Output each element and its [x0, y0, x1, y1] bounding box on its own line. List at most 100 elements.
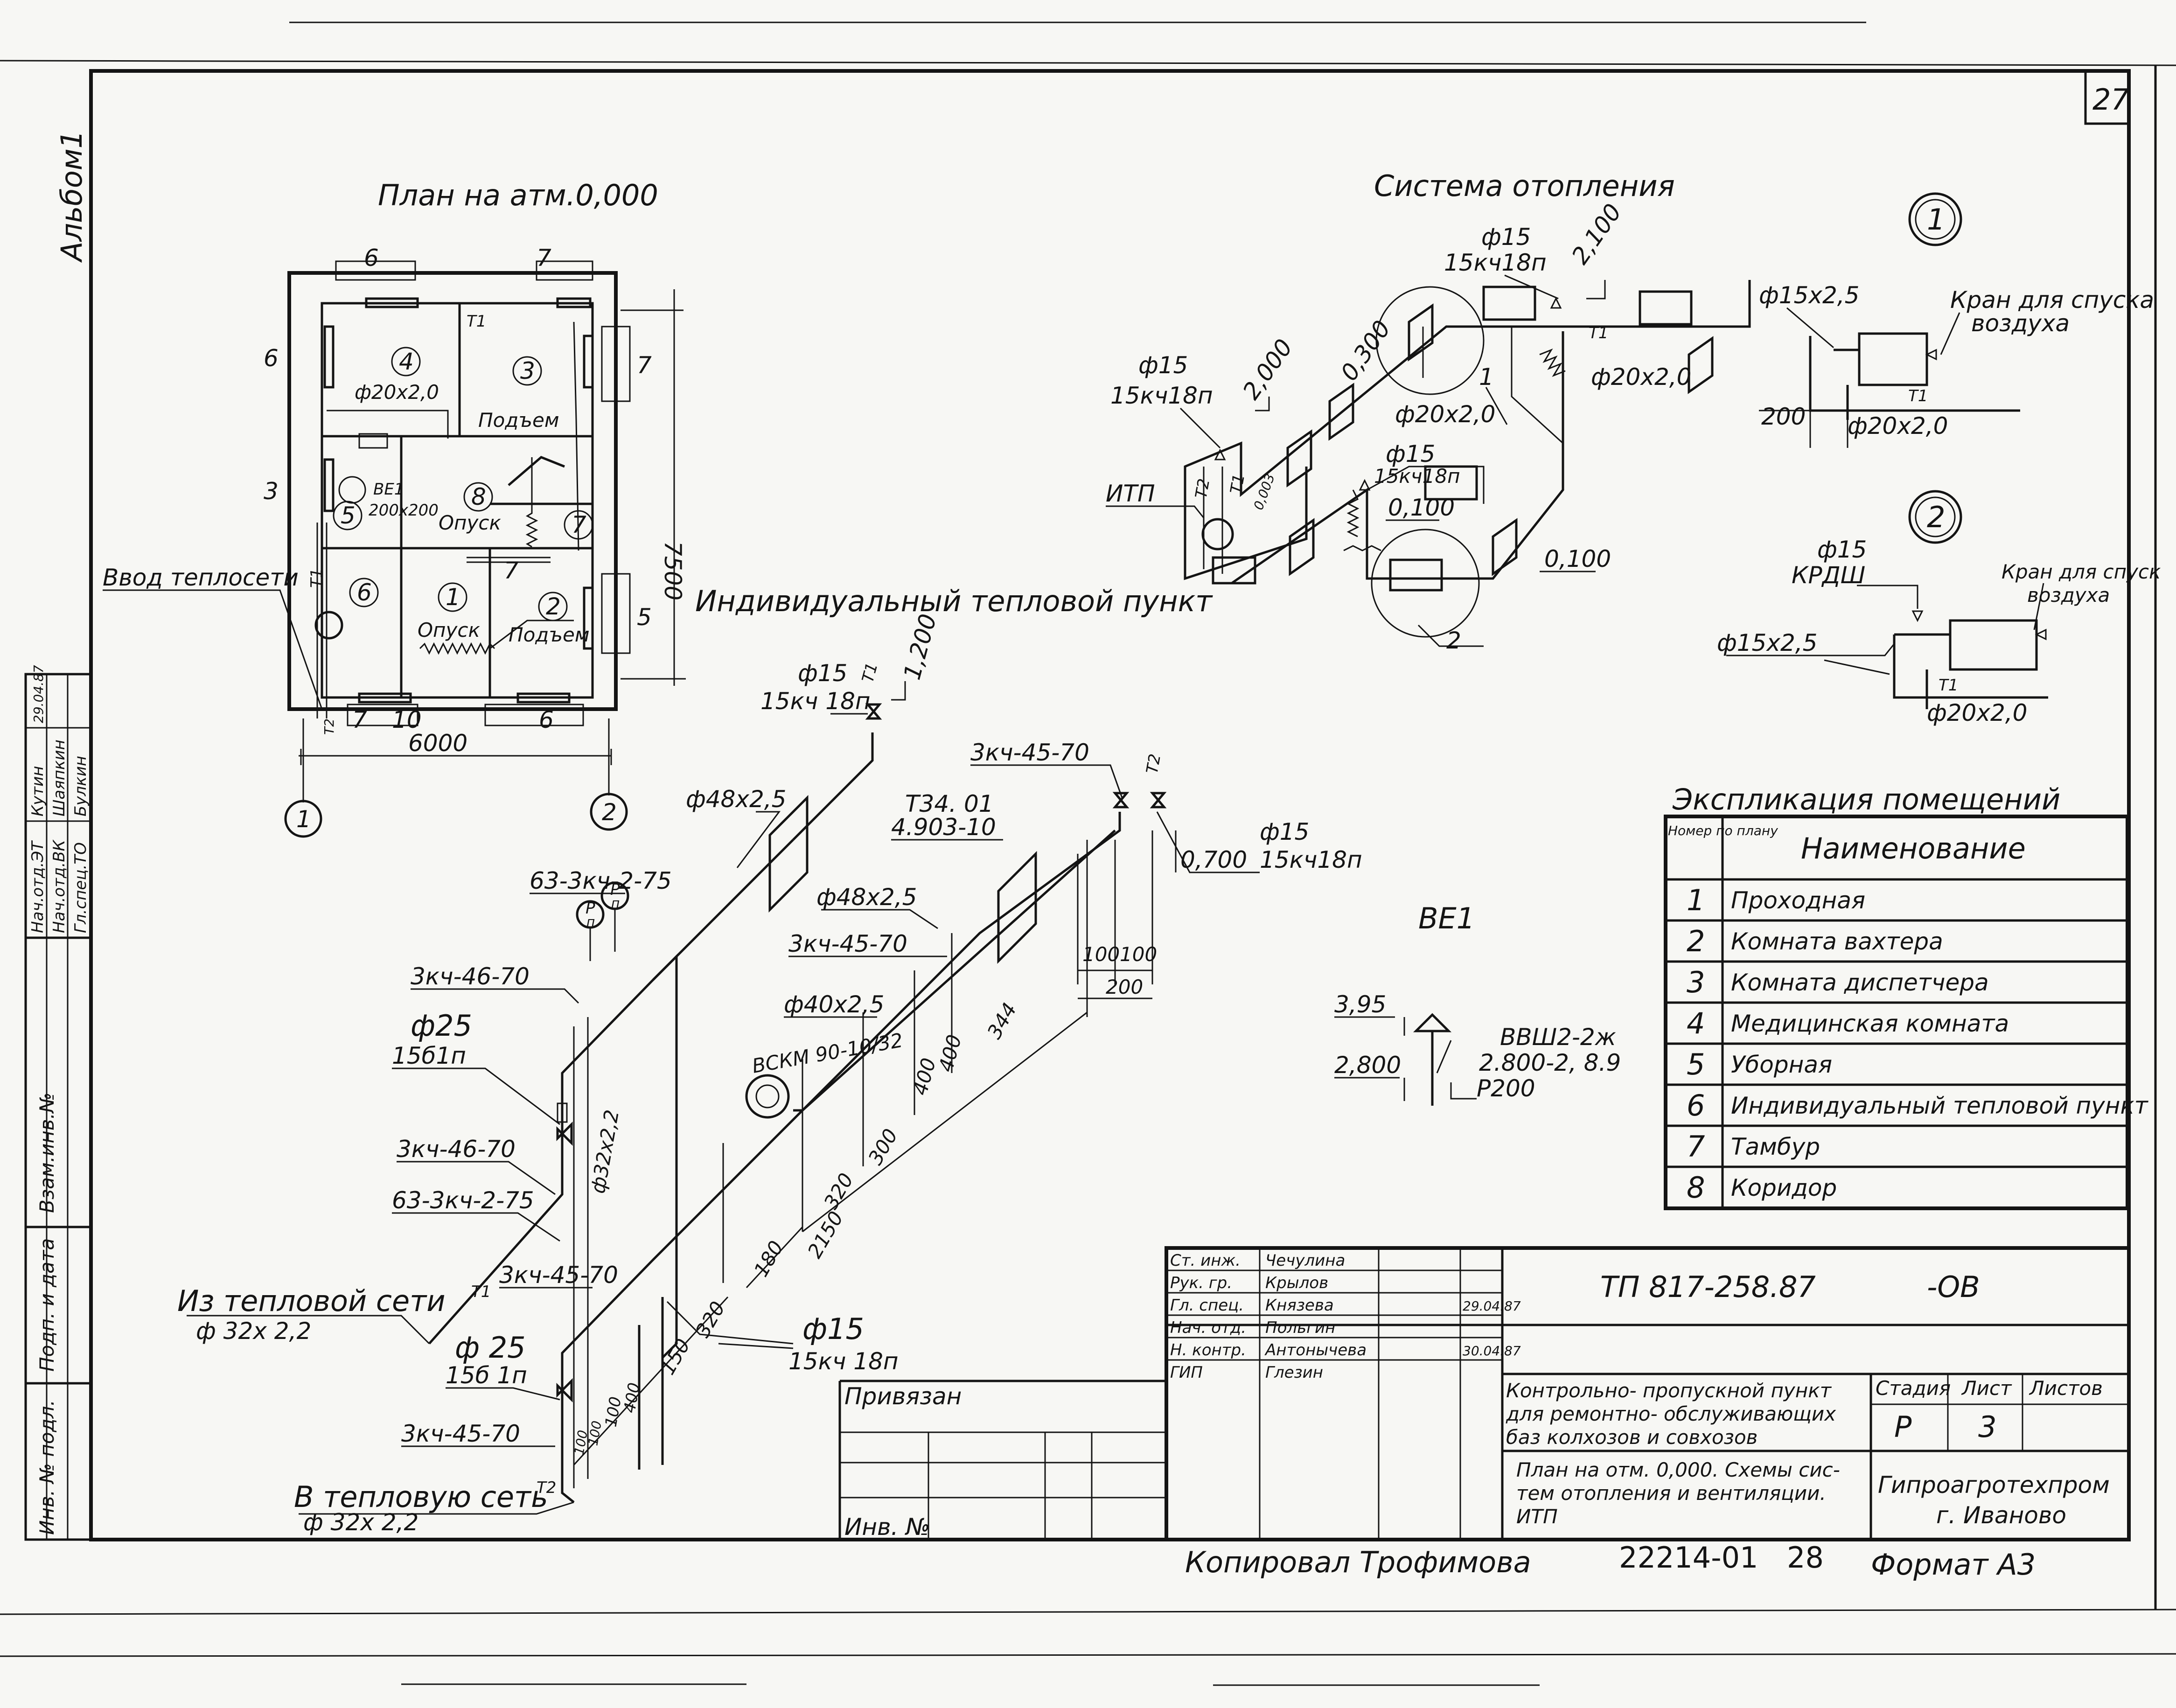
heating-valve-top: 15кч18п [1444, 249, 1547, 276]
detail-1: 1 ф15х2,5 Кран для спуска воздуха Т1 200… [1759, 192, 2154, 448]
legend-row-name: Уборная [1731, 1051, 1832, 1078]
org-line-2: г. Иваново [1936, 1502, 2066, 1529]
object-line-1: Контрольно- пропускной пункт [1506, 1379, 1832, 1402]
itp-valve-45-c: 3кч-45-70 [499, 1262, 618, 1289]
itp-valve-156-b: 15б 1п [446, 1362, 527, 1389]
itp-valve-b: 15кч18п [1260, 846, 1362, 873]
signature-role: Гл. спец. [1170, 1296, 1244, 1315]
plan-edge-bottom-a: 7 [352, 706, 367, 733]
album-label: Альбом1 [55, 130, 89, 263]
itp-t34-b: 4.903-10 [891, 814, 996, 841]
signature-role: ГИП [1170, 1363, 1203, 1382]
plan-axis-2: 2 [602, 799, 617, 826]
itp-valve-46-b: 3кч-46-70 [397, 1136, 516, 1163]
itp-elev-0700: 0,700 [1180, 846, 1247, 873]
itp-from-net: Из тепловой сети [177, 1284, 446, 1318]
detail-2-num: 2 [1927, 500, 1945, 534]
heating-elev-2100: 2,100 [1566, 199, 1627, 269]
plan-dim-height: 7500 [659, 541, 686, 600]
page-number: 27 [2092, 83, 2129, 117]
signature-date: 29.04.87 [1463, 1298, 1521, 1314]
room-5: 5 [341, 502, 356, 529]
heating-valve-left: 15кч18п [1110, 382, 1213, 409]
plan-edge-top-left: 6 [364, 244, 379, 272]
plan-t2: Т2 [321, 718, 337, 735]
ve1-scheme: ВЕ1 3,95 2,800 ВВШ2-2ж 2.800-2, 8.9 Р200 [1334, 901, 1621, 1106]
itp-dim-11: 320 [691, 1297, 730, 1341]
room-2: 2 [546, 593, 561, 620]
heating-d15-left: ф15 [1138, 352, 1188, 379]
itp-d15-a: ф15 [798, 660, 847, 687]
plan-edge-bottom-c: 6 [539, 706, 554, 733]
plan-duct: 200х200 [369, 501, 439, 520]
heating-t1-left: Т1 [1227, 473, 1248, 495]
itp-valve-a: 15кч 18п [760, 688, 871, 715]
title-binding: Привязан [844, 1383, 962, 1410]
legend-row-name: Проходная [1731, 887, 1865, 914]
object-line-2: для ремонтно- обслуживающих [1506, 1402, 1836, 1425]
itp-d15-c: ф15 [802, 1312, 864, 1346]
ve1-elev-mid: 2,800 [1334, 1052, 1401, 1079]
ve1-unit-c: Р200 [1477, 1075, 1535, 1102]
legend-row-name: Индивидуальный тепловой пункт [1731, 1092, 2149, 1119]
legend-col-name: Наименование [1801, 831, 2026, 865]
plan-edge-left-top: 6 [264, 345, 279, 372]
ve1-title: ВЕ1 [1418, 901, 1475, 935]
org-line-1: Гипроагротехпром [1878, 1471, 2110, 1499]
doc-suffix: -ОВ [1927, 1270, 1980, 1304]
side-stamp-date: 29.04.87 [31, 665, 46, 723]
plan-riser-down-2: Опуск [418, 619, 480, 641]
itp-dim-8: 320 [819, 1169, 858, 1213]
heating-t1: Т1 [1589, 324, 1608, 342]
plan-riser-up: Подъем [478, 409, 559, 432]
stage-label: Стадия [1876, 1377, 1951, 1400]
signature-name: Антонычева [1264, 1341, 1367, 1359]
detail-1-dim: 200 [1761, 403, 1806, 430]
itp-t2: Т2 [1143, 753, 1165, 775]
itp-t2-b: Т2 [537, 1478, 556, 1497]
signature-date: 30.04.87 [1463, 1343, 1521, 1359]
signature-name: Князева [1265, 1296, 1334, 1315]
detail-2-t1: Т1 [1939, 676, 1958, 695]
itp-valve-3kch-b: 3кч-45-70 [788, 930, 907, 957]
itp-elev-1200: 1,200 [899, 611, 942, 683]
itp-dim-4: 344 [983, 999, 1021, 1043]
plan-title: План на атм.0,000 [378, 178, 658, 212]
side-stamp-role-1: Нач.отд.ЭТ [28, 840, 47, 933]
heating-d15-top: ф15 [1481, 223, 1531, 251]
itp-dim-2: 100 [1120, 943, 1157, 966]
sheet-value: 3 [1978, 1410, 1996, 1444]
itp-dim-5: 400 [934, 1032, 966, 1074]
itp-dim-10: 180 [749, 1237, 788, 1281]
signature-name: Чечулина [1265, 1251, 1345, 1270]
detail-1-note-2: воздуха [1971, 310, 2070, 337]
heating-scheme: Система отопления ф15 [1106, 169, 1751, 654]
detail-2-valve: КРДШ [1792, 562, 1865, 589]
archive-no: 22214-01 [1619, 1541, 1758, 1575]
legend-row-number: 3 [1687, 965, 1705, 999]
itp-scheme: Индивидуальный тепловой пункт Р п Р п [177, 584, 1362, 1536]
itp-d25-a: ф25 [411, 1009, 472, 1043]
legend-row-number: 8 [1687, 1171, 1705, 1205]
sheets-label: Листов [2029, 1377, 2103, 1400]
itp-to-net: В тепловую сеть [294, 1480, 548, 1514]
itp-t34: Т34. 01 [905, 790, 994, 817]
itp-t1-b: Т1 [471, 1283, 491, 1301]
legend-row-number: 4 [1687, 1006, 1705, 1040]
itp-gauge-p-b: п [586, 914, 595, 929]
room-3: 3 [520, 357, 535, 384]
legend-title: Экспликация помещений [1672, 782, 2060, 816]
side-stamp-name-2: Шаяпкин [50, 739, 69, 816]
sheet-footer: Копировал Трофимова 22214-01 28 Формат А… [1185, 1541, 2036, 1582]
legend-row-number: 1 [1687, 883, 1705, 917]
room-8: 8 [471, 483, 486, 510]
heating-itp: ИТП [1106, 480, 1155, 507]
itp-dim-7: 300 [864, 1125, 902, 1169]
detail-1-t1: Т1 [1908, 387, 1928, 405]
archive-sheet: 28 [1787, 1541, 1824, 1575]
itp-dim-3: 200 [1106, 976, 1143, 998]
heating-elev-0100-a: 0,100 [1388, 494, 1455, 521]
plan-edge-right-bottom: 5 [637, 604, 652, 631]
plan-t1: Т1 [467, 312, 486, 331]
itp-valve-156: 15б1п [392, 1042, 466, 1069]
